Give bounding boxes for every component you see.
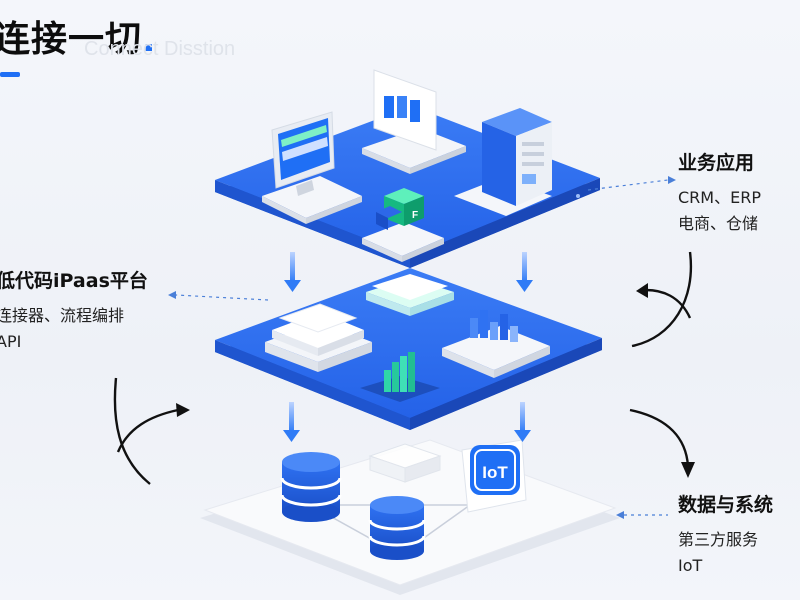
- curved-flow-arrow-icon: [631, 251, 693, 348]
- desktop-computer-icon: [262, 111, 362, 224]
- platform-line: API: [0, 332, 22, 351]
- down-arrow-icon: [283, 402, 300, 442]
- data-systems-line: IoT: [678, 556, 703, 575]
- platform-label: 低代码iPaas平台 连接器、流程编排 API: [0, 266, 148, 355]
- server-icon: [454, 108, 552, 216]
- title-text: 连接一切: [0, 19, 143, 60]
- curved-flow-arrow-icon: [113, 377, 190, 485]
- down-arrow-icon: [516, 252, 533, 292]
- data-systems-line: 第三方服务: [678, 530, 759, 549]
- database-icon: [280, 452, 342, 522]
- data-module-icon: [368, 443, 442, 483]
- data-systems-title: 数据与系统: [678, 494, 774, 516]
- down-arrow-icon: [284, 252, 301, 292]
- iot-badge-icon: IoT: [461, 439, 527, 513]
- cube-glyph: F: [412, 210, 418, 221]
- business-app-label: 业务应用 CRM、ERP 电商、仓储: [678, 148, 761, 237]
- business-app-line: 电商、仓储: [678, 214, 759, 233]
- database-icon: [368, 496, 426, 560]
- display-screen-icon: [362, 69, 466, 174]
- stacked-module-icon: [265, 303, 372, 372]
- data-systems-label: 数据与系统 第三方服务 IoT: [678, 490, 773, 579]
- business-app-title: 业务应用: [678, 152, 755, 174]
- leader-line: [175, 294, 269, 301]
- connector-module-icon: [366, 274, 454, 316]
- title-dot: .: [142, 19, 157, 60]
- leader-arrowhead: [668, 176, 676, 184]
- page-subtitle: Connect Disstion: [84, 38, 236, 60]
- iot-badge-text: IoT: [482, 463, 508, 482]
- leader-arrowhead: [616, 511, 624, 519]
- down-arrow-icon: [514, 402, 531, 442]
- dashboard-module-icon: [442, 310, 550, 378]
- title-underline: [0, 72, 20, 77]
- platform-title: 低代码iPaas平台: [0, 270, 148, 292]
- business-app-line: CRM、ERP: [678, 188, 761, 207]
- bar-chart-icon: [360, 352, 440, 402]
- integration-cube-icon: F: [362, 188, 444, 262]
- platform-line: 连接器、流程编排: [0, 306, 125, 325]
- curved-flow-arrow-icon: [629, 408, 695, 478]
- leader-arrowhead: [168, 291, 176, 299]
- page-title: 连接一切.: [0, 10, 157, 62]
